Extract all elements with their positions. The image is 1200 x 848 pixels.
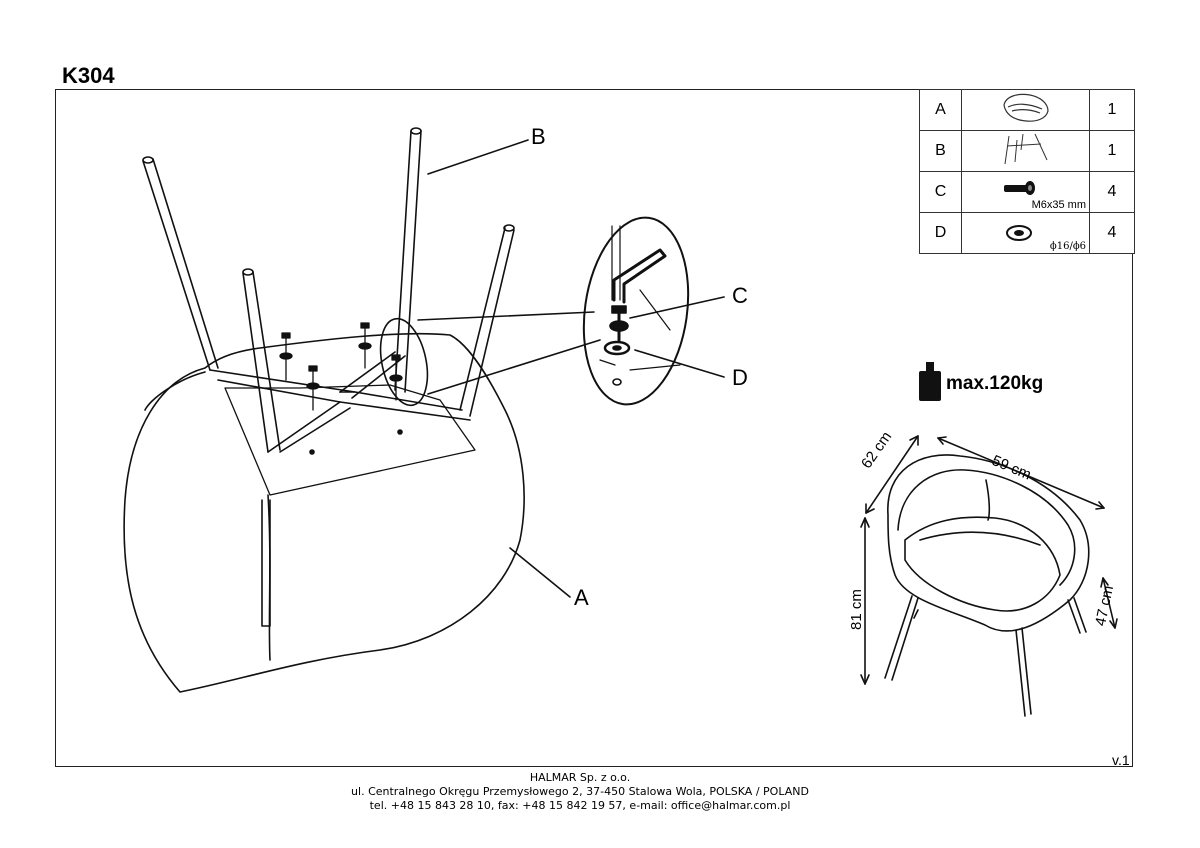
washer-icon	[1006, 225, 1032, 241]
bolt-icon	[1004, 181, 1035, 195]
part-qty: 1	[1089, 130, 1135, 172]
weight-icon	[919, 362, 941, 401]
parts-row-d: D ϕ16/ϕ6 4	[919, 212, 1135, 254]
callout-c: C	[732, 283, 748, 308]
part-image-cell: ϕ16/ϕ6	[961, 212, 1090, 254]
max-load-label: max.120kg	[946, 373, 1044, 394]
part-letter: A	[919, 89, 962, 131]
parts-table: A 1 B 1 C M6x35 mm	[919, 89, 1135, 254]
model-code: K304	[62, 63, 115, 88]
detail-zoom-drawing	[582, 216, 690, 406]
dimension-height: 81 cm	[848, 589, 865, 630]
leg-frame-drawing	[142, 127, 515, 453]
seat-shell-icon	[1002, 93, 1049, 122]
part-letter: B	[919, 130, 962, 172]
parts-row-c: C M6x35 mm 4	[919, 171, 1135, 213]
parts-row-b: B 1	[919, 130, 1135, 172]
version-label: v.1	[1112, 752, 1130, 768]
part-image-cell	[961, 130, 1090, 172]
company-name: HALMAR Sp. z o.o.	[529, 771, 631, 784]
detail-source-ellipse	[379, 317, 429, 407]
chair-dimension-drawing	[860, 435, 1118, 717]
part-note: M6x35 mm	[1031, 199, 1086, 211]
part-image-cell	[961, 89, 1090, 131]
company-contact: tel. +48 15 843 28 10, fax: +48 15 842 1…	[369, 799, 791, 812]
callout-a: A	[574, 585, 589, 610]
part-letter: D	[919, 212, 962, 254]
callout-b: B	[531, 124, 546, 149]
parts-row-a: A 1	[919, 89, 1135, 131]
part-letter: C	[919, 171, 962, 213]
part-qty: 4	[1089, 171, 1135, 213]
callout-d: D	[732, 365, 748, 390]
leg-frame-icon	[1004, 133, 1047, 164]
part-note: ϕ16/ϕ6	[1049, 241, 1086, 252]
seat-shell-drawing	[123, 332, 525, 693]
company-footer: HALMAR Sp. z o.o. ul. Centralnego Okręgu…	[0, 771, 1160, 813]
part-qty: 4	[1089, 212, 1135, 254]
instruction-frame	[55, 89, 1133, 767]
part-qty: 1	[1089, 89, 1135, 131]
small-bolts-drawing	[279, 322, 403, 411]
company-address: ul. Centralnego Okręgu Przemysłowego 2, …	[351, 785, 809, 798]
part-image-cell: M6x35 mm	[961, 171, 1090, 213]
